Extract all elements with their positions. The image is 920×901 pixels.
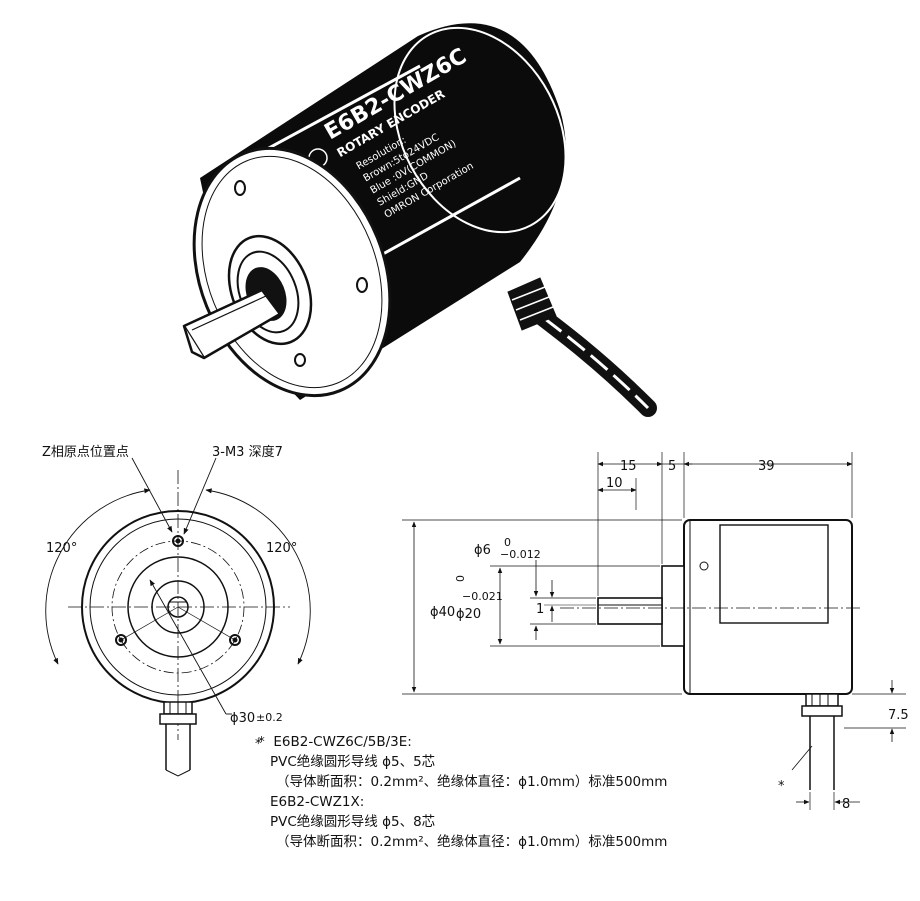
side-shaft <box>597 597 663 625</box>
phi6-tol-top: 0 <box>504 536 511 549</box>
m3-hole-icon <box>115 634 127 646</box>
side-flange <box>661 565 685 647</box>
dim-phi20: ϕ20 <box>456 607 481 622</box>
note-line-3: （导体断面积：0.2mm²、绝缘体直径：ϕ1.0mm）标准500mm <box>276 774 668 790</box>
dim-39: 39 <box>758 459 775 474</box>
side-body <box>683 519 853 695</box>
note-asterisk: * <box>258 734 265 750</box>
note-line-2: PVC绝缘圆形导线 ϕ5、5芯 <box>270 754 436 770</box>
angle-right-label: 120° <box>266 541 297 556</box>
note-line-1: * E6B2-CWZ6C/5B/3E: <box>258 734 412 750</box>
dim-flat-1: 1 <box>536 602 544 617</box>
asterisk-mark: * <box>255 737 262 752</box>
angle-left-label: 120° <box>46 541 77 556</box>
mount-hole-icon <box>294 353 306 367</box>
dim-15: 15 <box>620 459 637 474</box>
dim-7-5: 7.5 <box>888 708 909 723</box>
dim-phi40: ϕ40 <box>430 605 455 620</box>
front-view-drawing <box>45 457 311 777</box>
side-view-drawing <box>402 452 906 810</box>
mount-hole-icon <box>356 277 368 293</box>
note-line-5: PVC绝缘圆形导线 ϕ5、8芯 <box>270 814 436 830</box>
encoder-illustration: E6B2-CWZ6C ROTARY ENCODER Resolution: Br… <box>182 23 657 417</box>
tap-label: 3-M3 深度7 <box>212 444 283 460</box>
dim-phi6: ϕ6 <box>474 543 491 558</box>
mount-hole-icon <box>234 180 246 196</box>
dim-10: 10 <box>606 476 623 491</box>
dia30-label: ϕ30 <box>230 711 255 726</box>
shaft-circle <box>167 596 189 618</box>
dim-8: 8 <box>842 797 850 812</box>
side-asterisk-mark: * <box>778 779 785 794</box>
m3-hole-icon <box>172 535 184 547</box>
phi20-tol-bottom: −0.021 <box>462 590 503 603</box>
m3-hole-icon <box>229 634 241 646</box>
note-line-4: E6B2-CWZ1X: <box>270 794 365 810</box>
side-view-labels: 15 5 39 10 ϕ6 0 −0.012 ϕ40 ϕ20 0 −0.021 … <box>430 459 909 812</box>
dia30-tolerance: ±0.2 <box>256 711 283 724</box>
front-view-labels: Z相原点位置点 3-M3 深度7 120° 120° ϕ30 ±0.2 * <box>42 444 297 752</box>
phi6-tol-bottom: −0.012 <box>500 548 541 561</box>
note-line-6: （导体断面积：0.2mm²、绝缘体直径：ϕ1.0mm）标准500mm <box>276 834 668 850</box>
phi20-tol-top: 0 <box>454 575 467 582</box>
ce-mark-icon <box>699 561 709 571</box>
z-phase-label: Z相原点位置点 <box>42 445 129 460</box>
cable-notes: * E6B2-CWZ6C/5B/3E: PVC绝缘圆形导线 ϕ5、5芯 （导体断… <box>258 732 878 852</box>
dim-5: 5 <box>668 459 676 474</box>
